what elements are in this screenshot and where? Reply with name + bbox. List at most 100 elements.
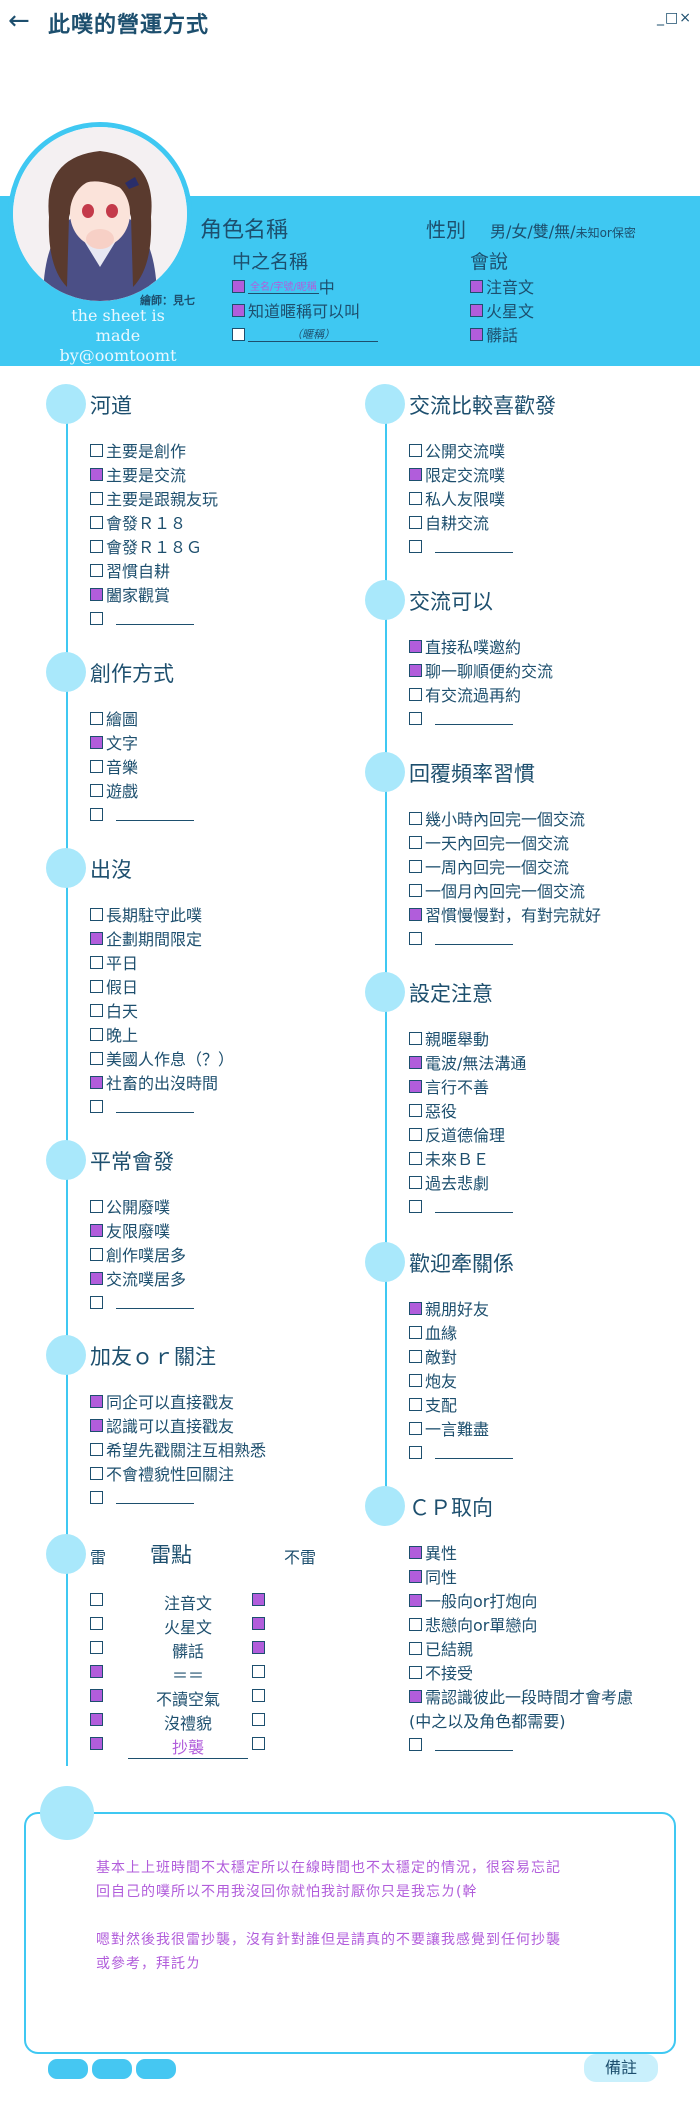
blank-field[interactable] [435, 1199, 513, 1213]
option-item[interactable]: 未來ＢＥ [409, 1146, 526, 1170]
checkbox[interactable] [409, 1031, 422, 1045]
checkbox[interactable] [90, 979, 103, 993]
checkbox[interactable] [409, 1617, 422, 1631]
checkbox[interactable] [90, 611, 103, 625]
option-item[interactable] [90, 1290, 194, 1314]
option-item[interactable]: 直接私噗邀約 [409, 634, 553, 658]
checkbox[interactable] [90, 1199, 103, 1213]
option-item[interactable]: 有交流過再約 [409, 682, 553, 706]
nickname-option-fullname[interactable]: 全名/字號/昵稱中 [232, 274, 378, 298]
checkbox[interactable] [90, 539, 103, 553]
dislike-checkbox[interactable] [90, 1665, 103, 1678]
option-item[interactable]: 企劃期間限定 [90, 926, 234, 950]
option-item[interactable]: 闔家觀賞 [90, 582, 218, 606]
option-item[interactable]: 炮友 [409, 1368, 513, 1392]
option-item[interactable]: 一天內回完一個交流 [409, 830, 601, 854]
blank-field[interactable] [435, 711, 513, 725]
checkbox[interactable] [90, 1003, 103, 1017]
checkbox[interactable] [409, 663, 422, 677]
checkbox[interactable] [90, 807, 103, 821]
option-item[interactable]: 會發Ｒ１８Ｇ [90, 534, 218, 558]
checkbox[interactable] [409, 467, 422, 481]
not-dislike-checkbox[interactable] [252, 1641, 265, 1654]
option-item[interactable] [90, 802, 194, 826]
option-item[interactable]: 血緣 [409, 1320, 513, 1344]
checkbox[interactable] [470, 279, 483, 293]
checkbox[interactable] [409, 1199, 422, 1213]
option-item[interactable]: 友限廢噗 [90, 1218, 194, 1242]
tab-pill[interactable] [92, 2059, 132, 2079]
blank-field[interactable] [116, 1099, 194, 1113]
nickname-option-callable[interactable]: 知道暱稱可以叫 [232, 298, 378, 322]
option-item[interactable]: 同企可以直接戳友 [90, 1389, 266, 1413]
checkbox[interactable] [409, 907, 422, 921]
checkbox[interactable] [409, 1665, 422, 1679]
checkbox[interactable] [409, 539, 422, 553]
dislike-checkbox[interactable] [90, 1737, 103, 1750]
checkbox[interactable] [232, 303, 245, 317]
window-controls[interactable]: _□× [657, 10, 692, 26]
dislike-checkbox[interactable] [90, 1617, 103, 1630]
option-item[interactable]: 言行不善 [409, 1074, 526, 1098]
option-item[interactable]: 敵對 [409, 1344, 513, 1368]
speak-option[interactable]: 髒話 [470, 322, 534, 346]
checkbox[interactable] [90, 1394, 103, 1408]
checkbox[interactable] [409, 1127, 422, 1141]
checkbox[interactable] [409, 1593, 422, 1607]
checkbox[interactable] [409, 443, 422, 457]
option-item[interactable]: 公開交流噗 [409, 438, 513, 462]
checkbox[interactable] [90, 1490, 103, 1504]
blank-field[interactable] [435, 931, 513, 945]
option-item[interactable] [409, 706, 553, 730]
option-item[interactable]: 幾小時內回完一個交流 [409, 806, 601, 830]
option-item[interactable]: 社畜的出沒時間 [90, 1070, 234, 1094]
option-item[interactable]: 主要是創作 [90, 438, 218, 462]
checkbox[interactable] [409, 1103, 422, 1117]
option-item[interactable]: 親朋好友 [409, 1296, 513, 1320]
checkbox[interactable] [409, 687, 422, 701]
checkbox[interactable] [90, 1051, 103, 1065]
checkbox[interactable] [90, 467, 103, 481]
dislike-checkbox[interactable] [90, 1641, 103, 1654]
not-dislike-checkbox[interactable] [252, 1713, 265, 1726]
option-item[interactable]: 假日 [90, 974, 234, 998]
checkbox[interactable] [90, 1099, 103, 1113]
option-item[interactable]: 需認識彼此一段時間才會考慮 [409, 1684, 633, 1708]
checkbox[interactable] [90, 1027, 103, 1041]
option-item[interactable]: 不會禮貌性回關注 [90, 1461, 266, 1485]
checkbox[interactable] [409, 1373, 422, 1387]
checkbox[interactable] [232, 279, 245, 293]
not-dislike-checkbox[interactable] [252, 1737, 265, 1750]
not-dislike-checkbox[interactable] [252, 1665, 265, 1678]
checkbox[interactable] [409, 1421, 422, 1435]
checkbox[interactable] [409, 1397, 422, 1411]
tab-pill[interactable] [136, 2059, 176, 2079]
option-item[interactable]: 遊戲 [90, 778, 194, 802]
option-item[interactable]: 惡役 [409, 1098, 526, 1122]
option-item[interactable]: 文字 [90, 730, 194, 754]
blank-field[interactable] [116, 611, 194, 625]
option-item[interactable]: 希望先戳關注互相熟悉 [90, 1437, 266, 1461]
checkbox[interactable] [409, 811, 422, 825]
checkbox[interactable] [409, 1349, 422, 1363]
not-dislike-checkbox[interactable] [252, 1593, 265, 1606]
checkbox[interactable] [409, 639, 422, 653]
checkbox[interactable] [90, 515, 103, 529]
option-item[interactable]: 支配 [409, 1392, 513, 1416]
option-item[interactable]: 自耕交流 [409, 510, 513, 534]
blank-field[interactable] [435, 539, 513, 553]
checkbox[interactable] [409, 1079, 422, 1093]
checkbox[interactable] [90, 491, 103, 505]
checkbox[interactable] [409, 883, 422, 897]
option-item[interactable]: 創作噗居多 [90, 1242, 194, 1266]
speak-option[interactable]: 火星文 [470, 298, 534, 322]
option-item[interactable]: 親暱舉動 [409, 1026, 526, 1050]
checkbox[interactable] [90, 1075, 103, 1089]
checkbox[interactable] [409, 1175, 422, 1189]
option-item[interactable]: 主要是跟親友玩 [90, 486, 218, 510]
option-item[interactable]: 長期駐守此噗 [90, 902, 234, 926]
speak-option[interactable]: 注音文 [470, 274, 534, 298]
checkbox[interactable] [409, 1689, 422, 1703]
checkbox[interactable] [409, 711, 422, 725]
checkbox[interactable] [409, 859, 422, 873]
